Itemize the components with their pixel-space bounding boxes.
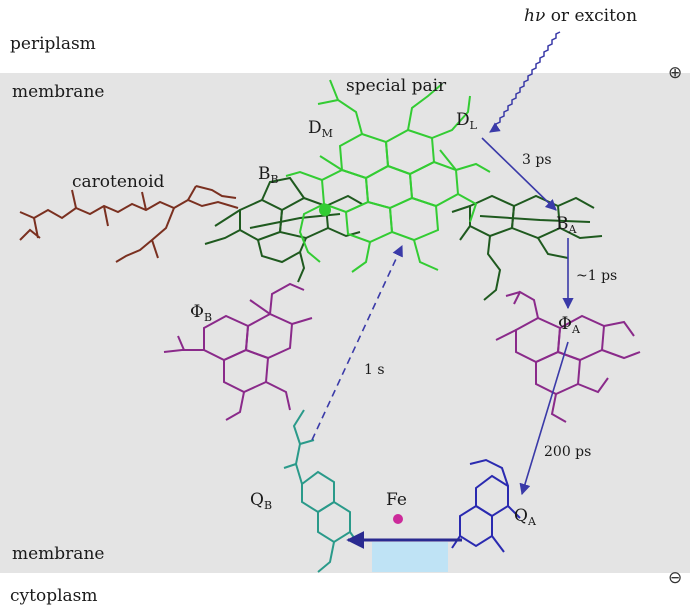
arrow-dl-to-ba (482, 138, 556, 210)
arrow-qb-to-special-pair (312, 246, 402, 440)
iron-atom (393, 514, 403, 524)
membrane-top-label: membrane (12, 82, 104, 102)
photon-symbol: hν (524, 6, 545, 26)
arrow-phia-to-qa (522, 342, 568, 494)
iron-box (372, 542, 448, 572)
transfer-time-200ps: 200 ps (544, 444, 591, 460)
pheophytin-b-molecule (164, 284, 312, 420)
transfer-time-3ps: 3 ps (522, 152, 552, 168)
excitation-label: hν or exciton (524, 6, 637, 26)
negative-side-sign: ⊖ (668, 568, 682, 588)
positive-side-sign: ⊕ (668, 63, 682, 83)
dm-label: DM (308, 118, 333, 138)
pheophytin-a-molecule (496, 292, 640, 422)
dl-label: DL (456, 110, 477, 130)
cytoplasm-label: cytoplasm (10, 586, 98, 606)
quinone-a-molecule (452, 460, 520, 552)
ba-label: BA (556, 214, 576, 234)
carotenoid-molecule (20, 186, 238, 262)
carotenoid-label: carotenoid (72, 172, 164, 192)
phib-label: ΦB (190, 302, 212, 322)
periplasm-label: periplasm (10, 34, 96, 54)
phia-label: ΦA (558, 314, 580, 334)
membrane-bottom-label: membrane (12, 544, 104, 564)
excitation-text: or exciton (545, 6, 637, 26)
special-pair-molecule (286, 80, 490, 272)
accessory-chlorophyll-bb (205, 178, 362, 282)
transfer-time-1s: 1 s (364, 362, 385, 378)
special-pair-label: special pair (346, 76, 446, 96)
quinone-b-molecule (284, 410, 360, 572)
qa-label: QA (514, 506, 536, 526)
bb-label: BB (258, 164, 279, 184)
fe-label: Fe (386, 490, 407, 510)
qb-label: QB (250, 490, 272, 510)
excitation-arrow (490, 32, 560, 132)
transfer-time-1ps: ~1 ps (576, 268, 617, 284)
